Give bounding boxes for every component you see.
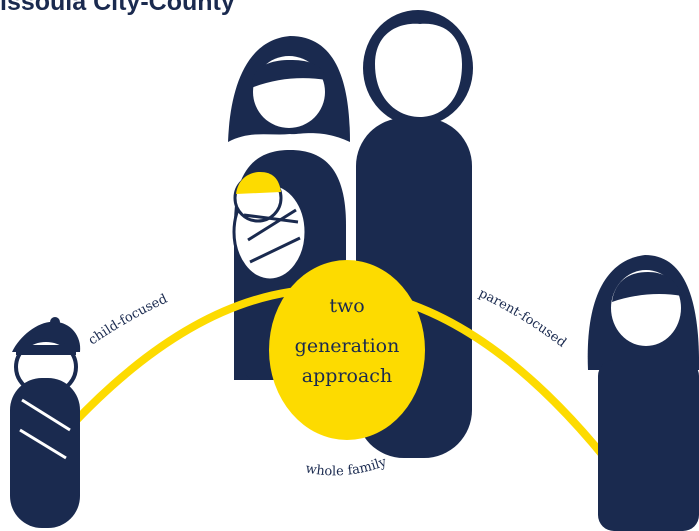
page-title: issoula City-County	[0, 0, 235, 16]
svg-text:parent-focused: parent-focused	[476, 286, 569, 351]
svg-text:child-focused: child-focused	[86, 292, 170, 349]
baby-icon	[232, 172, 308, 282]
parent-focused-label: parent-focused	[476, 286, 569, 351]
child-icon	[10, 317, 81, 528]
svg-text:whole family: whole family	[304, 455, 389, 480]
center-label-line1: two	[329, 295, 364, 317]
center-label-line2: generation	[295, 335, 400, 357]
center-circle	[269, 260, 425, 440]
parent-icon	[587, 255, 699, 531]
child-focused-label: child-focused	[86, 292, 170, 349]
center-label-line3: approach	[302, 365, 392, 387]
whole-family-label: whole family	[304, 455, 389, 480]
